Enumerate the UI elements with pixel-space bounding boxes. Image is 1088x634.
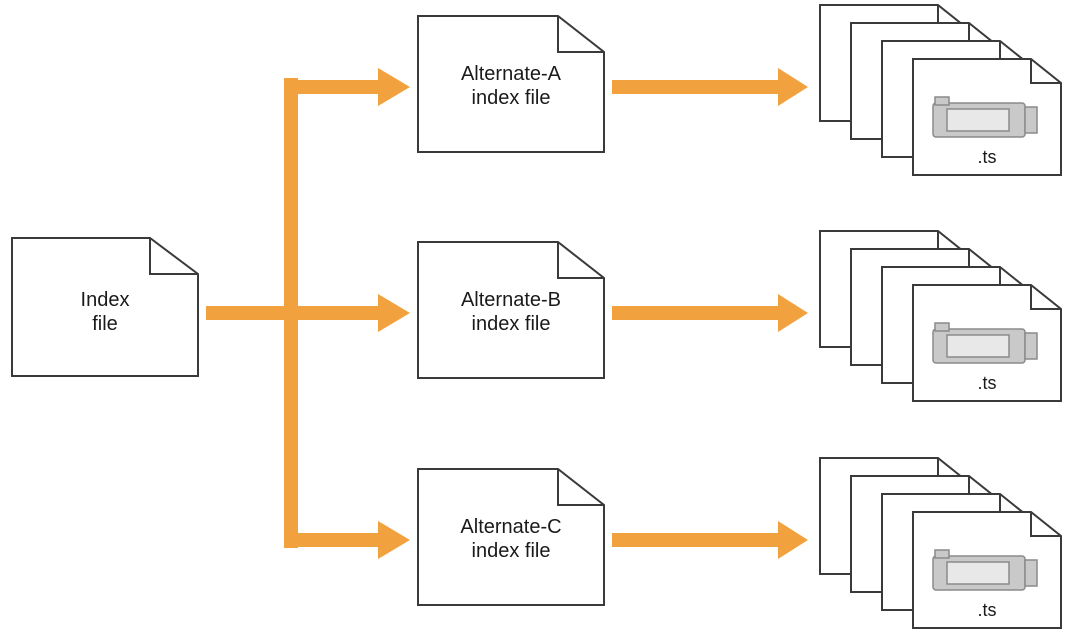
branch-arrow-head	[378, 521, 410, 559]
ts-segment-label: .ts	[977, 373, 996, 393]
branch-arrow-shaft	[284, 533, 380, 547]
source-doc-line1: Index	[81, 289, 130, 311]
alternate-doc-line1: Alternate-B	[461, 289, 561, 311]
ts-segment-page: .ts	[912, 511, 1062, 629]
ts-segment-stack: .ts	[819, 230, 1062, 402]
output-arrow-shaft	[612, 533, 782, 547]
dog-ear	[557, 16, 604, 53]
video-camera-icon	[932, 322, 1038, 364]
document-icon	[11, 237, 199, 377]
ts-segment-stack: .ts	[819, 457, 1062, 629]
source-index-file: Index file	[11, 237, 199, 377]
ts-segment-stack: .ts	[819, 4, 1062, 176]
branch-arrow-shaft	[284, 306, 380, 320]
video-camera-icon	[932, 96, 1038, 138]
alternate-doc-line1: Alternate-C	[460, 516, 561, 538]
branch-arrow-head	[378, 68, 410, 106]
ts-segment-page: .ts	[912, 58, 1062, 176]
output-arrow-shaft	[612, 306, 782, 320]
output-arrow-head	[778, 521, 808, 559]
output-arrow-shaft	[612, 80, 782, 94]
branch-arrow-head	[378, 294, 410, 332]
branch-arrow-shaft	[284, 80, 380, 94]
ts-segment-page: .ts	[912, 284, 1062, 402]
alternate-doc-line2: index file	[472, 313, 551, 335]
output-arrow-head	[778, 294, 808, 332]
trunk-arrow-shaft	[206, 306, 290, 320]
dog-ear	[557, 242, 604, 279]
alternate-doc-line1: Alternate-A	[461, 63, 562, 85]
ts-segment-label: .ts	[977, 147, 996, 167]
dog-ear	[149, 238, 198, 275]
ts-segment-label: .ts	[977, 600, 996, 620]
video-camera-icon	[932, 549, 1038, 591]
alternate-doc-line2: index file	[472, 540, 551, 562]
alternate-doc-line2: index file	[472, 87, 551, 109]
dog-ear	[557, 469, 604, 506]
output-arrow-head	[778, 68, 808, 106]
source-doc-line2: file	[92, 313, 118, 335]
